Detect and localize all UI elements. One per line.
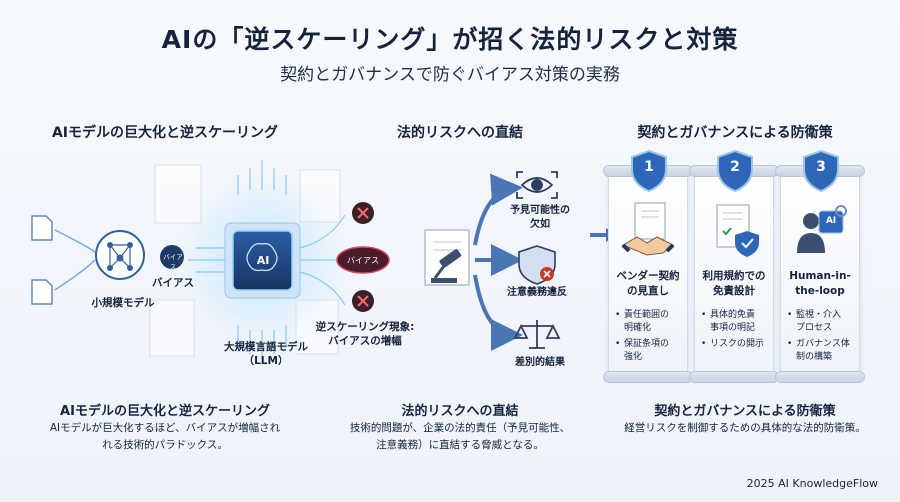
card-list: 責任範囲の 明確化 保証条項の 強化 [615, 309, 683, 367]
handshake-icon [621, 202, 675, 256]
card-item: 具体的免責 事項の明記 [701, 309, 769, 335]
shield-x-icon [518, 245, 556, 285]
small-model-icon [95, 230, 145, 280]
small-model-label: 小規模モデル [91, 297, 155, 309]
bias-output-label: バイアス [347, 256, 379, 265]
card-item: 監視・介入 プロセス [787, 309, 855, 335]
eye-icon [516, 171, 558, 199]
card-number: 1 [644, 159, 654, 175]
bottom-text-left: AIモデルが巨大化するほど、バイアスが増幅され れる技術的パラドックス。 [49, 422, 281, 451]
bottom-heading-right: 契約とガバナンスによる防衛策 [654, 404, 836, 419]
llm-label: 大規模言語モデル （LLM） [224, 341, 308, 368]
page-title: AIの「逆スケーリング」が招く法的リスクと対策 [161, 25, 739, 54]
card-list: 具体的免責 事項の明記 リスクの開示 [701, 309, 769, 354]
bottom-text-right: 経営リスクを制御するための具体的な法的防衛策。 [624, 422, 866, 434]
footer-credit: 2025 AI KnowledgeFlow [746, 477, 878, 490]
scroll-bottom [689, 371, 779, 383]
defense-card-2: 2 利用規約での 免責設計 具体的免責 事項の明記 リスクの開示 [689, 149, 779, 383]
document-check-icon [716, 204, 759, 257]
card-item: 責任範囲の 明確化 [615, 309, 683, 335]
section-heading-left: AIモデルの巨大化と逆スケーリング [51, 125, 279, 141]
llm-chip [232, 230, 293, 291]
scales-icon [513, 320, 561, 349]
card-title: Human-in- the-loop [789, 270, 851, 297]
scroll-bottom [603, 371, 693, 383]
scaling-diagram [31, 160, 347, 360]
card-number: 2 [730, 159, 740, 175]
card-list: 監視・介入 プロセス ガバナンス体 制の構築 [787, 309, 855, 367]
shield-number-icon [803, 149, 839, 193]
bias-badge-text: バイアス [163, 253, 183, 271]
page-subtitle: 契約とガバナンスで防ぐバイアス対策の実務 [280, 65, 620, 85]
bottom-text-middle: 技術的問題が、企業の法的責任（予見可能性、 注意義務）に直結する脅威となる。 [349, 422, 571, 451]
section-heading-right: 契約とガバナンスによる防衛策 [637, 125, 833, 141]
document-icon [31, 215, 53, 305]
bias-output-nodes [336, 202, 390, 312]
bottom-heading-left: AIモデルの巨大化と逆スケーリング [60, 404, 270, 419]
card-item: 保証条項の 強化 [615, 338, 683, 364]
ai-badge: AI [825, 216, 837, 226]
card-title: ベンダー契約 の見直し [616, 270, 680, 297]
risk-label-duty-of-care: 注意義務違反 [507, 287, 567, 298]
risk-label-foreseeability: 予見可能性の 欠如 [510, 205, 570, 230]
bias-label: バイアス [152, 277, 194, 289]
human-ai-icon [797, 205, 847, 253]
shield-number-icon [631, 149, 667, 193]
card-item: ガバナンス体 制の構築 [787, 338, 855, 364]
llm-chip-label: AI [256, 254, 270, 267]
gavel-icon [424, 229, 470, 286]
inverse-scaling-label: 逆スケーリング現象: バイアスの増幅 [315, 321, 415, 348]
legal-risk-diagram [424, 171, 561, 351]
defense-card-1: 1 ベンダー契約 の見直し 責任範囲の 明確化 保証条項の 強化 [603, 149, 693, 383]
risk-label-discrimination: 差別的結果 [515, 357, 565, 368]
section-heading-middle: 法的リスクへの直結 [397, 125, 523, 141]
shield-number-icon [717, 149, 753, 193]
scroll-bottom [775, 371, 865, 383]
bottom-heading-middle: 法的リスクへの直結 [401, 404, 519, 419]
card-number: 3 [816, 159, 826, 175]
card-item: リスクの開示 [701, 338, 769, 351]
defense-card-3: 3 AI Human-in- the-loop 監視・介入 プロセス ガバナンス… [775, 149, 865, 383]
card-title: 利用規約での 免責設計 [702, 270, 766, 297]
brain-icon [246, 243, 278, 272]
